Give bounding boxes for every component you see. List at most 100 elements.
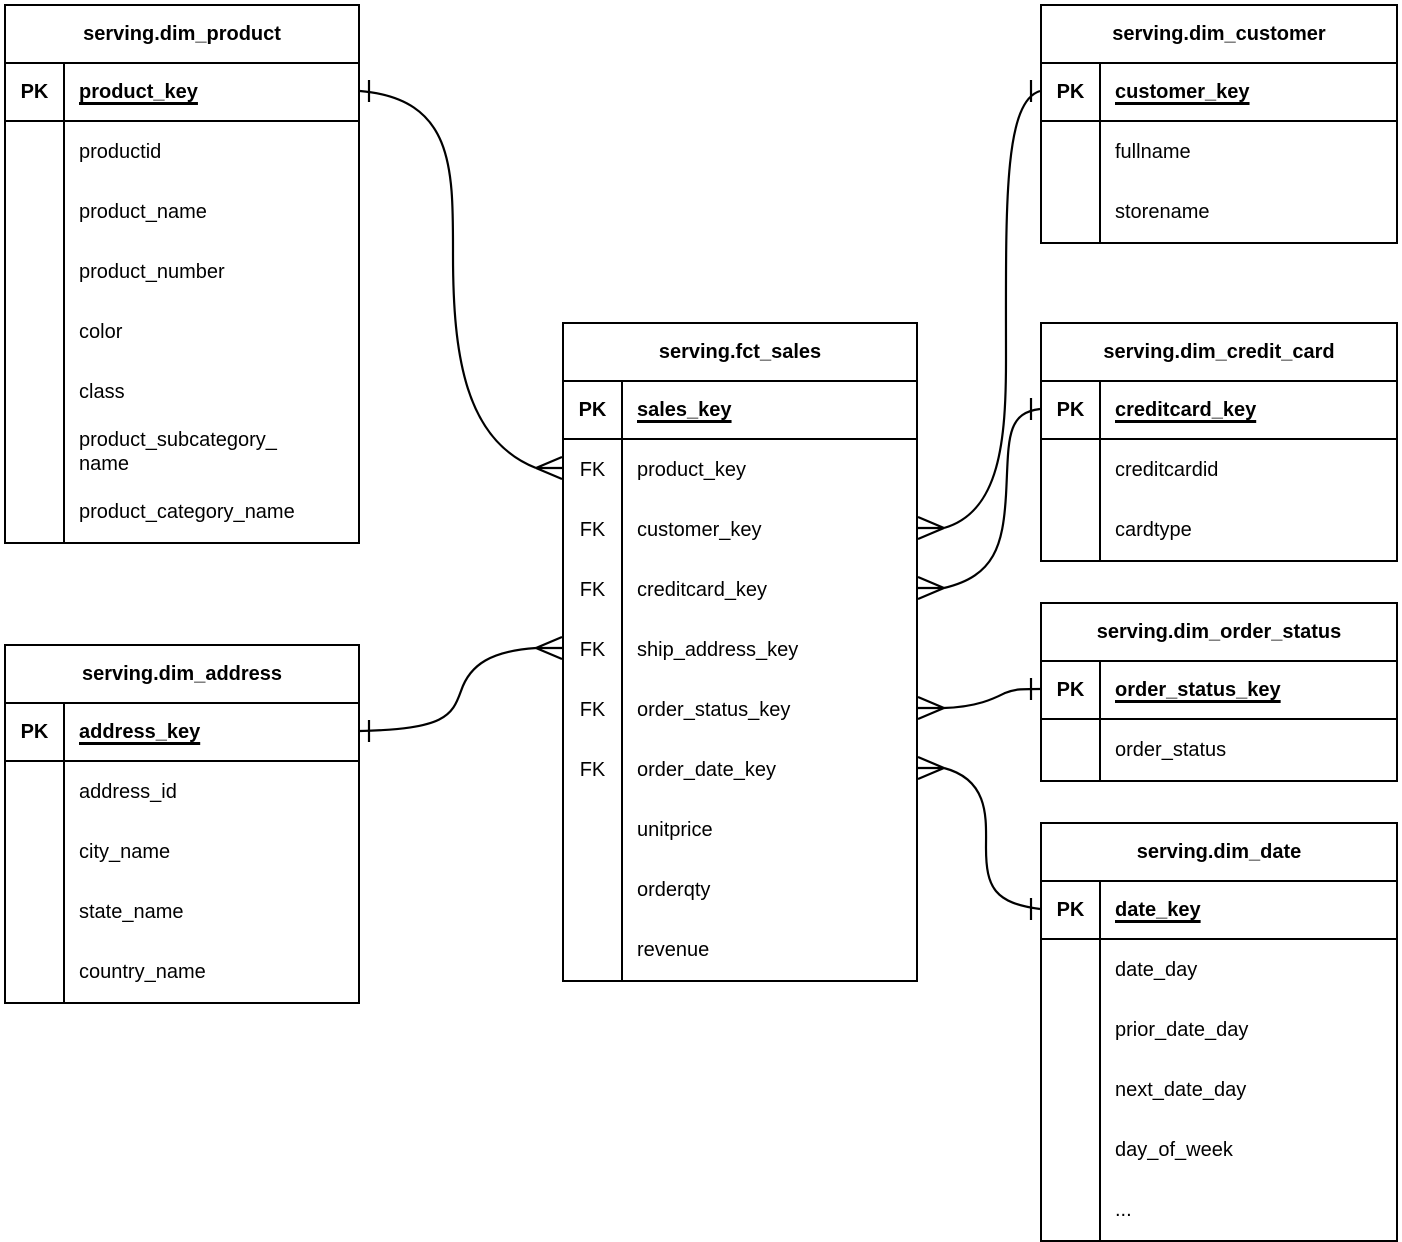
relationship-line <box>359 646 537 733</box>
table-row: FK ship_address_key <box>564 620 916 680</box>
field-name: product_name <box>79 201 207 223</box>
table-row: unitprice <box>564 800 916 860</box>
relationship-line <box>943 407 1041 590</box>
key-badge-cell <box>6 882 65 942</box>
field-cell: productid <box>65 122 358 182</box>
key-badge-cell <box>6 122 65 182</box>
table-dim-credit-card: serving.dim_credit_card PK creditcard_ke… <box>1040 322 1398 562</box>
field-cell: creditcard_key <box>623 560 916 620</box>
field-name: product_key <box>637 459 746 481</box>
table-row: ... <box>1042 1180 1396 1240</box>
pk-badge: PK <box>6 64 65 120</box>
key-badge-cell <box>564 860 623 920</box>
field-cell: city_name <box>65 822 358 882</box>
field-cell: next_date_day <box>1101 1060 1396 1120</box>
key-badge-cell <box>1042 940 1101 1000</box>
field-name: fullname <box>1115 141 1191 163</box>
field-cell: unitprice <box>623 800 916 860</box>
key-badge-cell <box>6 482 65 542</box>
key-badge-cell <box>6 422 65 482</box>
table-row: prior_date_day <box>1042 1000 1396 1060</box>
relationship-dim-order-status-to-fct-sales <box>917 678 1041 721</box>
fk-badge: FK <box>564 680 623 740</box>
field-cell: cardtype <box>1101 500 1396 560</box>
field-cell: class <box>65 362 358 422</box>
pk-field-name: customer_key <box>1115 81 1250 103</box>
field-name: state_name <box>79 901 184 923</box>
relationship-dim-address-to-fct-sales <box>359 635 563 742</box>
pk-field-name: date_key <box>1115 899 1201 921</box>
field-name: class <box>79 381 125 403</box>
field-name: product_number <box>79 261 225 283</box>
pk-field-name: creditcard_key <box>1115 399 1257 421</box>
field-cell: date_day <box>1101 940 1396 1000</box>
key-badge-cell <box>1042 122 1101 182</box>
table-fct-sales: serving.fct_sales PK sales_key FK produc… <box>562 322 918 982</box>
table-row: productid <box>6 122 358 182</box>
field-cell: order_status <box>1101 720 1396 780</box>
table-row: product_name <box>6 182 358 242</box>
relationship-dim-credit-card-to-fct-sales <box>917 398 1041 601</box>
field-name: prior_date_day <box>1115 1019 1249 1041</box>
relationship-line <box>943 89 1041 530</box>
pk-badge: PK <box>1042 662 1101 718</box>
table-row: fullname <box>1042 122 1396 182</box>
pk-row: PK date_key <box>1042 882 1396 940</box>
key-badge-cell <box>1042 1000 1101 1060</box>
field-cell: prior_date_day <box>1101 1000 1396 1060</box>
table-row: orderqty <box>564 860 916 920</box>
fk-badge: FK <box>564 500 623 560</box>
key-badge-cell <box>1042 1060 1101 1120</box>
table-row: state_name <box>6 882 358 942</box>
table-row: FK product_key <box>564 440 916 500</box>
field-name: revenue <box>637 939 710 961</box>
table-row: city_name <box>6 822 358 882</box>
field-cell: order_status_key <box>623 680 916 740</box>
relationship-dim-customer-to-fct-sales <box>917 80 1041 541</box>
table-row: FK customer_key <box>564 500 916 560</box>
pk-row: PK sales_key <box>564 382 916 440</box>
table-row: product_number <box>6 242 358 302</box>
field-name: order_status <box>1115 739 1227 761</box>
table-row: class <box>6 362 358 422</box>
relationship-dim-date-to-fct-sales <box>917 755 1041 920</box>
field-cell: customer_key <box>623 500 916 560</box>
key-badge-cell <box>564 800 623 860</box>
table-title: serving.dim_order_status <box>1042 604 1396 662</box>
pk-row: PK product_key <box>6 64 358 122</box>
field-name: storename <box>1115 201 1210 223</box>
table-row: FK order_status_key <box>564 680 916 740</box>
key-badge-cell <box>6 302 65 362</box>
field-name: address_id <box>79 781 177 803</box>
field-cell: revenue <box>623 920 916 980</box>
field-name: product_category_name <box>79 501 295 523</box>
table-dim-address: serving.dim_address PK address_key addre… <box>4 644 360 1004</box>
field-cell: day_of_week <box>1101 1120 1396 1180</box>
crows-foot-many-marker-icon <box>535 455 563 481</box>
pk-field-name: order_status_key <box>1115 679 1281 701</box>
field-name: country_name <box>79 961 206 983</box>
table-row: country_name <box>6 942 358 1002</box>
table-row: day_of_week <box>1042 1120 1396 1180</box>
table-row: color <box>6 302 358 362</box>
pk-field-name: sales_key <box>637 399 732 421</box>
table-row: FK creditcard_key <box>564 560 916 620</box>
table-row: FK order_date_key <box>564 740 916 800</box>
pk-badge: PK <box>1042 882 1101 938</box>
relationship-line <box>943 687 1041 710</box>
fk-badge: FK <box>564 620 623 680</box>
field-name: color <box>79 321 123 343</box>
field-name: product_subcategory_name <box>79 429 277 475</box>
field-cell: state_name <box>65 882 358 942</box>
crows-foot-many-marker-icon <box>917 695 945 721</box>
key-badge-cell <box>1042 500 1101 560</box>
table-dim-customer: serving.dim_customer PK customer_key ful… <box>1040 4 1398 244</box>
field-name: orderqty <box>637 879 711 901</box>
table-row: product_subcategory_name <box>6 422 358 482</box>
field-name: creditcard_key <box>637 579 768 601</box>
field-cell: address_id <box>65 762 358 822</box>
key-badge-cell <box>6 242 65 302</box>
field-cell: orderqty <box>623 860 916 920</box>
field-cell: fullname <box>1101 122 1396 182</box>
